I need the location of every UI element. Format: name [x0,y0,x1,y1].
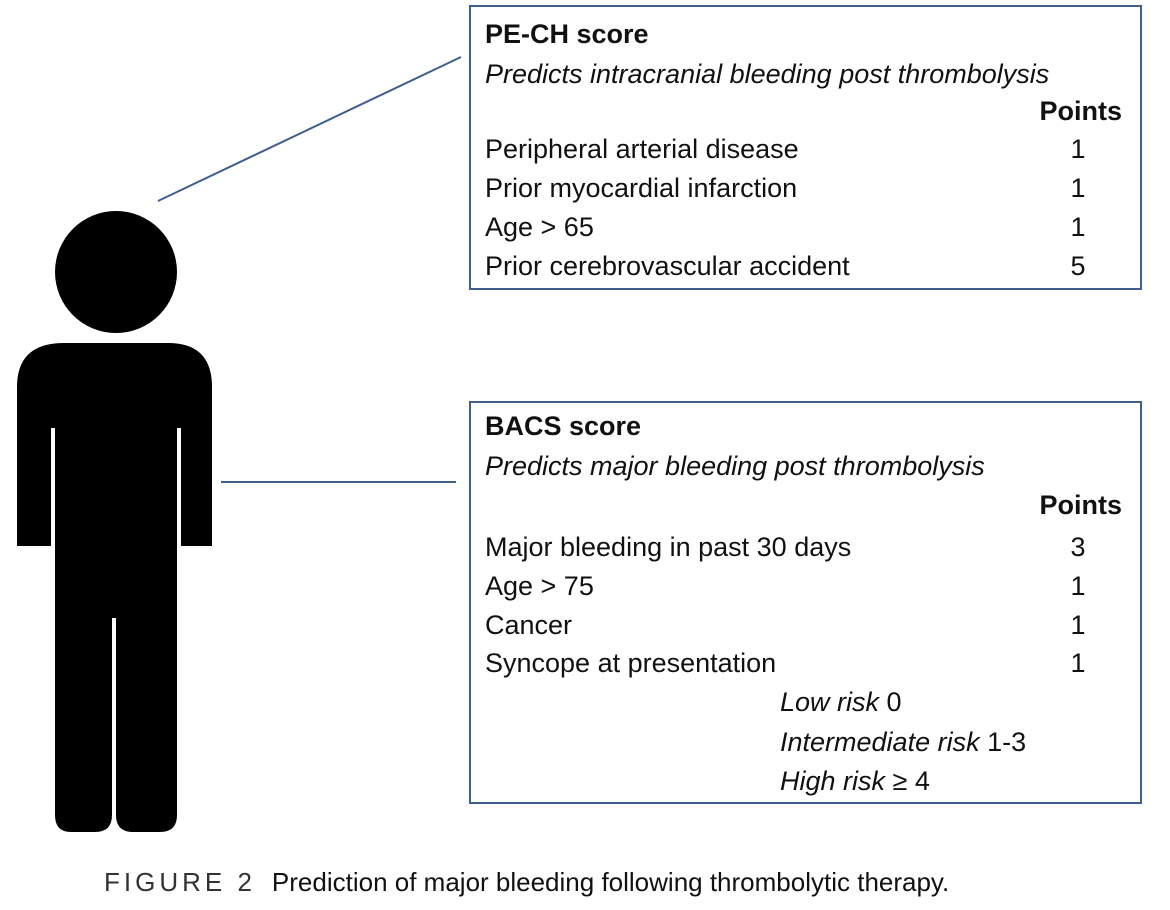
pech-factor-row: Age > 65 1 [485,210,1090,244]
pech-factor-label: Peripheral arterial disease [485,134,799,164]
bacs-factor-points: 1 [1070,571,1086,601]
pech-subtitle: Predicts intracranial bleeding post thro… [485,59,1050,89]
pech-factor-label: Prior cerebrovascular accident [485,251,850,281]
risk-level-name: Low risk [780,687,880,717]
head-connector-line [157,56,462,202]
person-body [17,343,212,832]
bacs-points-header: Points [1039,490,1122,520]
bacs-factor-points: 1 [1070,610,1086,640]
bacs-factor-label: Major bleeding in past 30 days [485,532,852,562]
bacs-factor-label: Age > 75 [485,571,594,601]
bacs-factor-row: Cancer 1 [485,608,1090,642]
risk-level-name: Intermediate risk [780,727,980,757]
bacs-title: BACS score [485,411,642,441]
risk-level-intermediate: Intermediate risk 1-3 [780,725,1026,759]
bacs-factor-points: 3 [1070,532,1086,562]
risk-level-value: ≥ 4 [892,766,930,796]
pech-factor-row: Prior myocardial infarction 1 [485,171,1090,205]
figure-caption-text: Prediction of major bleeding following t… [271,867,950,897]
bacs-factor-points: 1 [1070,648,1086,678]
bacs-score-box: BACS score Predicts major bleeding post … [469,401,1142,804]
figure-caption: FIGURE 2 Prediction of major bleeding fol… [104,866,949,898]
pech-factor-row: Peripheral arterial disease 1 [485,132,1090,166]
pech-factor-label: Prior myocardial infarction [485,173,798,203]
bacs-factor-row: Age > 75 1 [485,569,1090,603]
pech-factor-points: 1 [1070,134,1086,164]
risk-level-low: Low risk 0 [780,685,902,719]
pech-factor-points: 5 [1070,251,1086,281]
bacs-factor-label: Cancer [485,610,573,640]
bacs-factor-row: Major bleeding in past 30 days 3 [485,530,1090,564]
pech-score-box: PE-CH score Predicts intracranial bleedi… [469,5,1142,290]
pech-factor-points: 1 [1070,173,1086,203]
bacs-factor-label: Syncope at presentation [485,648,777,678]
risk-level-value: 0 [886,687,902,717]
person-head [55,211,177,333]
bacs-subtitle: Predicts major bleeding post thrombolysi… [485,451,985,481]
risk-level-high: High risk ≥ 4 [780,764,930,798]
pech-title: PE-CH score [485,19,649,49]
pech-factor-row: Prior cerebrovascular accident 5 [485,249,1090,283]
person-silhouette-icon [17,211,212,832]
figure-caption-label: FIGURE 2 [104,867,256,897]
bacs-factor-row: Syncope at presentation 1 [485,646,1090,680]
pech-factor-label: Age > 65 [485,212,594,242]
pech-factor-points: 1 [1070,212,1086,242]
pech-points-header: Points [1039,96,1122,126]
risk-level-value: 1-3 [987,727,1027,757]
risk-level-name: High risk [780,766,886,796]
